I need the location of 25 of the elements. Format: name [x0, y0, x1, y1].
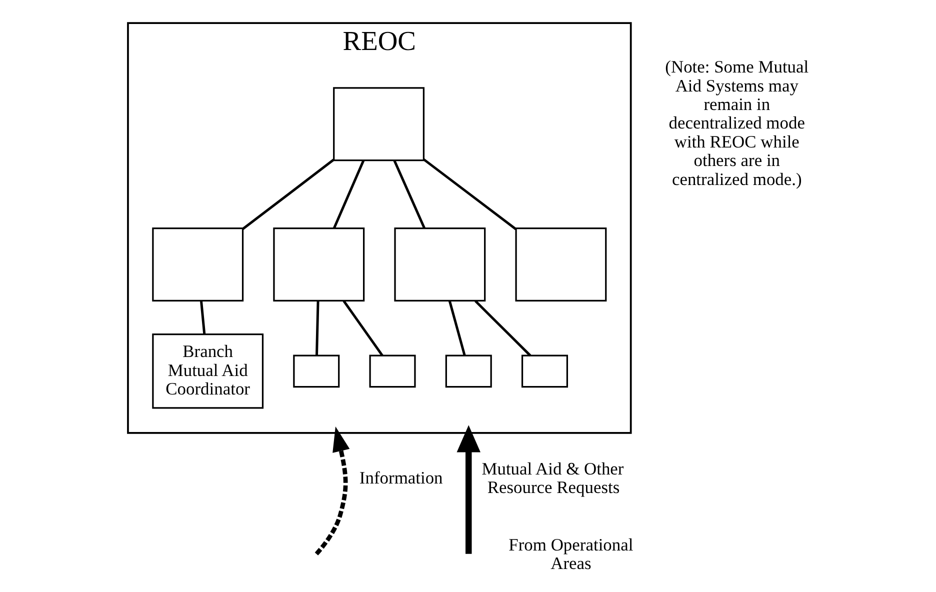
- connector: [342, 300, 384, 356]
- connector: [200, 300, 206, 334]
- connector: [474, 300, 532, 356]
- label: (Note: Some Mutual Aid Systems may remain in decentralized mode with REOC while others are in centralized mode.): [665, 56, 809, 189]
- node-box: [333, 87, 425, 162]
- arrow: [456, 425, 480, 554]
- edge-label: Mutual Aid & Other Resource Requests: [482, 458, 624, 498]
- edge-label: Information: [359, 468, 443, 488]
- connector: [332, 160, 365, 229]
- arrow: [314, 426, 350, 556]
- label: From Operational Areas: [508, 534, 634, 574]
- connector: [448, 300, 466, 356]
- connector: [423, 158, 517, 230]
- node-box: [515, 228, 607, 302]
- node-box: [152, 228, 244, 302]
- connector: [242, 158, 334, 230]
- node-box: [273, 228, 365, 302]
- node-box: [445, 354, 492, 388]
- node-box: [369, 354, 416, 388]
- node-box: [521, 354, 568, 388]
- connector: [316, 300, 320, 356]
- node-box: [394, 228, 486, 302]
- connector: [393, 160, 426, 229]
- node-box: [293, 354, 340, 388]
- node-box: Branch Mutual Aid Coordinator: [152, 334, 264, 409]
